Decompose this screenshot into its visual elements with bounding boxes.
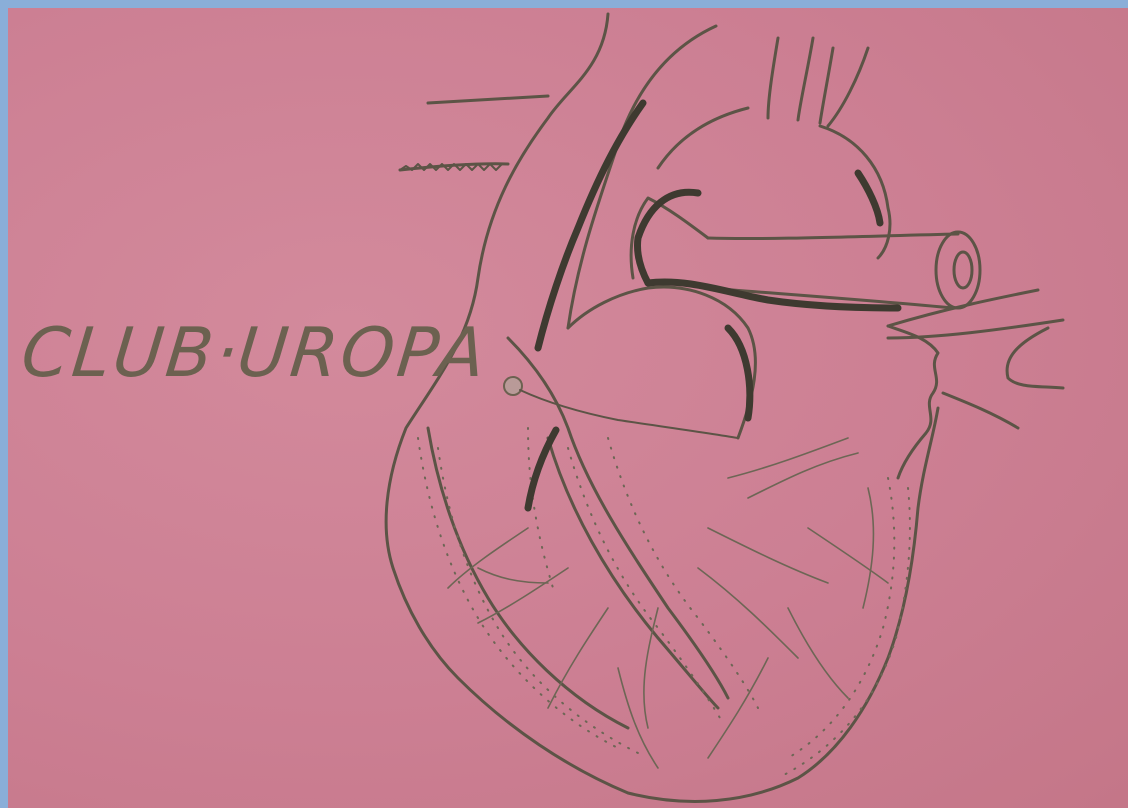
pink-panel: CLUB·UROPA bbox=[8, 8, 1128, 808]
label-word-uropa: UROPA bbox=[234, 314, 492, 393]
sinoatrial-node bbox=[504, 377, 522, 395]
pulmonary-artery-lumen bbox=[954, 252, 972, 288]
label-word-club: CLUB bbox=[18, 314, 220, 393]
carotid-branch bbox=[820, 48, 833, 123]
septal-band bbox=[548, 438, 718, 708]
left-vessel-upper bbox=[428, 96, 548, 103]
pulmonary-base-dark bbox=[648, 282, 898, 308]
aorta-right-dark bbox=[858, 173, 880, 223]
club-uropa-label: CLUB·UROPA bbox=[18, 314, 492, 393]
av-node-branch-dark bbox=[528, 430, 556, 508]
left-ventricle-inner bbox=[508, 338, 728, 698]
pulmonary-vein-3 bbox=[1007, 328, 1063, 388]
left-atrium-wall bbox=[888, 326, 938, 478]
septum-dark bbox=[728, 328, 750, 418]
heart-conduction-diagram bbox=[8, 8, 1128, 808]
subclavian-branch bbox=[828, 48, 868, 126]
brachiocephalic-branch-2 bbox=[798, 38, 813, 120]
superior-vena-cava bbox=[386, 14, 938, 801]
aortic-arch-inner bbox=[658, 108, 748, 168]
pulmonary-vein-4 bbox=[943, 393, 1018, 428]
pulmonary-root-dark bbox=[637, 192, 698, 283]
brachiocephalic-branch bbox=[768, 38, 778, 118]
pulmonary-artery-top bbox=[708, 234, 958, 239]
